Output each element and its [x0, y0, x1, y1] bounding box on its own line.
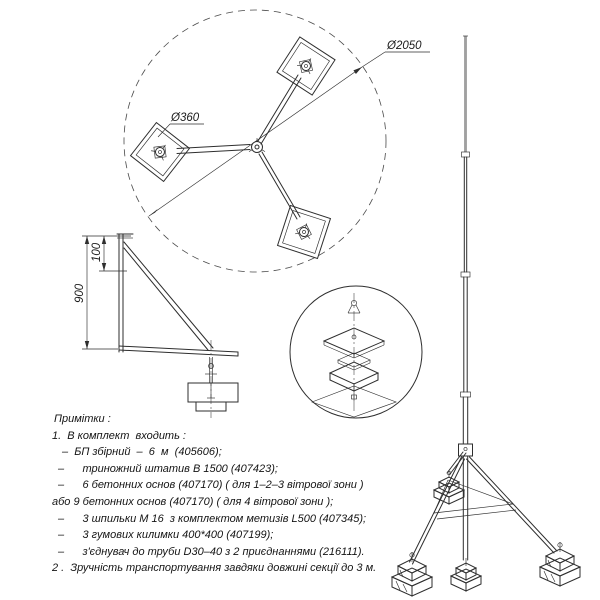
mast-tube [460, 35, 471, 561]
note-line: 2 . Зручність транспортування завдяки до… [52, 562, 377, 575]
bracket-structure [116, 233, 239, 357]
bracket-base-block [187, 340, 239, 418]
tripod-hub [458, 443, 473, 457]
plan-base-bottom [276, 204, 332, 260]
dimension-100: 100 [91, 236, 107, 271]
detail-anchor-bolt [347, 300, 361, 314]
plan-base-top-right [276, 36, 336, 96]
base-rear [432, 470, 466, 505]
notes-block: Примітки : 1. В комплект входить : – БП … [52, 411, 376, 577]
note-line: – 3 шпильки М 16 з комплектом метизів L5… [58, 512, 367, 525]
tripod-legs [409, 451, 558, 565]
note-line: – з'єднувач до труби D30–40 з 2 приєднан… [58, 545, 365, 558]
note-line: – БП збірний – 6 м (405606); [62, 446, 222, 459]
plan-hub [248, 138, 266, 153]
base-diameter-label: Ø360 [170, 112, 200, 124]
note-line: або 9 бетонних основ (407170) ( для 4 ві… [52, 495, 334, 508]
detail-top-plate [322, 327, 386, 359]
height-900-label: 900 [74, 283, 86, 303]
note-line: Примітки : [54, 413, 111, 425]
detail-circle [289, 285, 423, 419]
plan-base-left [129, 121, 191, 183]
note-line: – триножний штатив В 1500 (407423); [58, 462, 278, 475]
dimension-900: 900 [74, 236, 90, 349]
plan-view: Ø2050 [123, 9, 430, 273]
circle-diameter-label: Ø2050 [386, 40, 422, 52]
dimension-circle-diameter: Ø2050 [148, 40, 430, 217]
offset-100-label: 100 [91, 242, 103, 262]
detail-concrete-block [328, 361, 380, 392]
plan-pitch-circle [123, 9, 387, 273]
note-line: – 6 бетонних основ (407170) ( для 1–2–3 … [58, 479, 364, 492]
note-line: 1. В комплект входить : [52, 429, 186, 442]
base-front-left [390, 552, 434, 597]
note-line: – 3 гумових килимки 400*400 (407199); [58, 529, 274, 542]
detail-stud-and-mat [311, 385, 397, 418]
detail-bubble [289, 285, 423, 419]
mast-foot-base [449, 558, 483, 592]
base-front-right [538, 542, 582, 587]
bracket-side-view: 900 100 [74, 233, 239, 418]
plan-legs [176, 74, 302, 220]
dimension-base-diameter: Ø360 [157, 112, 204, 138]
mast-view [390, 35, 582, 597]
